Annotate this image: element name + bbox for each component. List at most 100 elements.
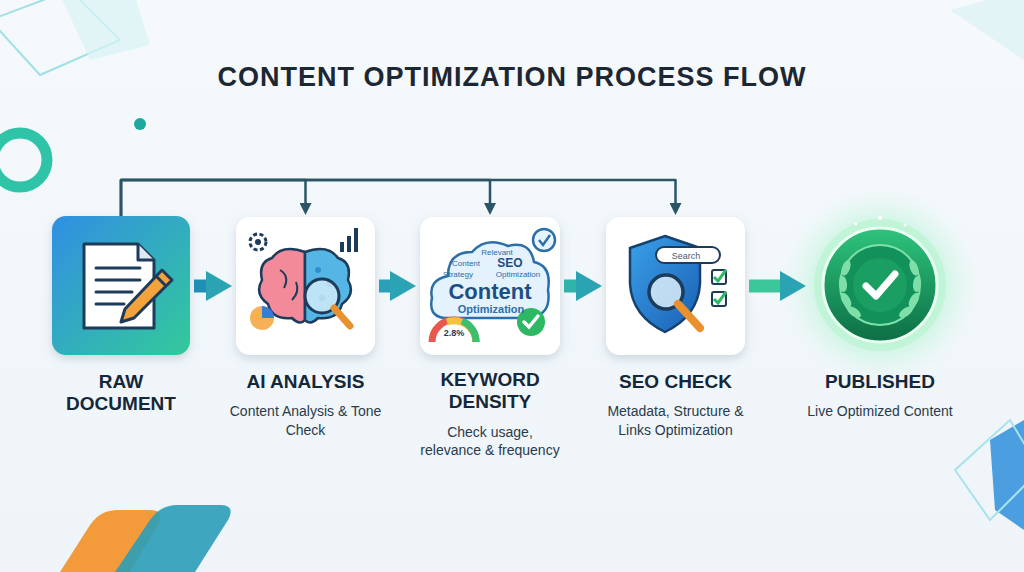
- raw-document-icon: [52, 216, 190, 355]
- ai-analysis-icon: [262, 306, 274, 318]
- step-title: RAW DOCUMENT: [61, 371, 181, 416]
- keyword-word: SEO: [497, 257, 522, 269]
- result-badge: PUBLISHEDLive Optimized Content: [810, 215, 950, 355]
- published-badge-icon: [823, 228, 937, 342]
- step-description: Live Optimized Content: [785, 402, 975, 420]
- raw-document-icon: [96, 267, 140, 270]
- ai-analysis-icon: [334, 308, 350, 326]
- corner-shapes: [0, 133, 47, 187]
- published-badge-icon: [840, 245, 920, 325]
- keyword-word: Content: [452, 260, 480, 268]
- flow-arrow: [564, 280, 576, 293]
- published-badge-icon: [878, 216, 882, 220]
- label-block: RAW DOCUMENT: [61, 371, 181, 416]
- seo-check-icon: [714, 270, 726, 281]
- published-badge-icon: [845, 304, 863, 320]
- keyword-word: Relevant: [481, 249, 513, 257]
- raw-document-icon: [138, 244, 154, 260]
- search-text: Search: [672, 252, 701, 261]
- step-title: SEO CHECK: [591, 371, 761, 393]
- raw-document-icon: [96, 291, 132, 294]
- ai-analysis-icon: [340, 228, 358, 252]
- ai-analysis-icon: [280, 270, 297, 300]
- raw-document-icon: [121, 270, 172, 322]
- published-badge-icon: [908, 259, 921, 277]
- raw-document-icon: [52, 216, 190, 355]
- corner-shapes: [950, 0, 1024, 60]
- ai-analysis-icon: [259, 249, 305, 322]
- flow-arrow: [749, 280, 780, 293]
- published-badge-icon: [897, 304, 915, 320]
- published-badge-icon: [838, 276, 847, 293]
- corner-shapes: [115, 505, 231, 572]
- step-title: AI ANALYSIS: [211, 371, 401, 393]
- diagram-title: CONTENT OPTIMIZATION PROCESS FLOW: [0, 62, 1024, 93]
- label-block: PUBLISHED Live Optimized Content: [785, 371, 975, 421]
- ai-analysis-icon: [250, 234, 266, 250]
- ai-analysis-icon: [236, 217, 375, 355]
- raw-document-icon: [84, 244, 154, 328]
- step-title: PUBLISHED: [785, 371, 975, 393]
- corner-shapes: [134, 118, 146, 130]
- ai-analysis-icon: [315, 267, 321, 273]
- keyword-density-icon: [420, 217, 560, 355]
- seo-check-icon: [606, 217, 745, 355]
- document-tile: RAW DOCUMENT: [52, 216, 190, 355]
- step-description: Check usage, relevance & frequency: [415, 423, 565, 460]
- label-block: SEO CHECK Metadata, Structure & Links Opt…: [591, 371, 761, 439]
- keyword-word: Optimization: [496, 271, 540, 279]
- feedback-connector: [121, 180, 676, 216]
- keyword-density-icon: [432, 320, 476, 342]
- raw-document-icon: [96, 303, 124, 306]
- keyword-density-icon: [524, 316, 538, 327]
- raw-document-icon: [156, 276, 166, 286]
- ai-analysis-icon: [354, 228, 358, 252]
- corner-shapes: [60, 0, 150, 60]
- ai-analysis-icon: [250, 306, 274, 330]
- keyword-density-icon: [420, 217, 560, 355]
- seo-check-icon: [678, 304, 700, 328]
- corner-shapes: [955, 420, 1024, 520]
- published-badge-icon: [855, 216, 907, 227]
- step-description: Content Analysis & Tone Check: [211, 402, 401, 439]
- seo-check-icon: [712, 292, 726, 306]
- flow-arrow: [379, 280, 390, 293]
- published-badge-icon: [839, 291, 854, 309]
- label-block: AI ANALYSIS Content Analysis & Tone Check: [211, 371, 401, 439]
- step-description: Metadata, Structure & Links Optimization: [591, 402, 761, 439]
- ai-analysis-icon: [255, 239, 261, 245]
- seo-check-icon: [656, 247, 720, 263]
- published-badge-icon: [782, 187, 978, 383]
- keyword-density-icon: [539, 235, 550, 245]
- published-badge-icon: [814, 219, 946, 351]
- ai-analysis-icon: [340, 242, 344, 252]
- ai-analysis-icon: [236, 217, 375, 355]
- flow-arrow: [194, 280, 206, 293]
- label-block: KEYWORD DENSITY Check usage, relevance & …: [415, 369, 565, 460]
- keyword-density-icon: [431, 242, 549, 318]
- feedback-connector: [121, 180, 490, 216]
- keyword-word: Strategy: [443, 271, 473, 279]
- ai-analysis-icon: [347, 236, 351, 252]
- published-badge-icon: [853, 258, 907, 312]
- process-tile: SEO CHECKMetadata, Structure & Links Opt…: [606, 217, 745, 355]
- published-badge-icon: [840, 259, 853, 277]
- seo-check-icon: [606, 217, 745, 355]
- gauge-value: 2.8%: [444, 329, 465, 338]
- ai-analysis-icon: [305, 249, 351, 322]
- published-badge-icon: [782, 187, 978, 383]
- process-tile: AI ANALYSISContent Analysis & Tone Check: [236, 217, 375, 355]
- published-badge-icon: [907, 291, 922, 309]
- published-badge-icon: [912, 276, 921, 293]
- keyword-density-icon: [533, 229, 555, 251]
- raw-document-icon: [96, 279, 140, 282]
- keyword-word: Optimization: [458, 304, 525, 315]
- feedback-connector: [121, 180, 306, 216]
- published-badge-icon: [855, 223, 858, 226]
- keyword-word: Content: [448, 281, 531, 303]
- seo-check-icon: [714, 270, 726, 303]
- step-title: KEYWORD DENSITY: [415, 369, 565, 414]
- published-badge-icon: [904, 224, 907, 227]
- seo-check-icon: [712, 270, 726, 284]
